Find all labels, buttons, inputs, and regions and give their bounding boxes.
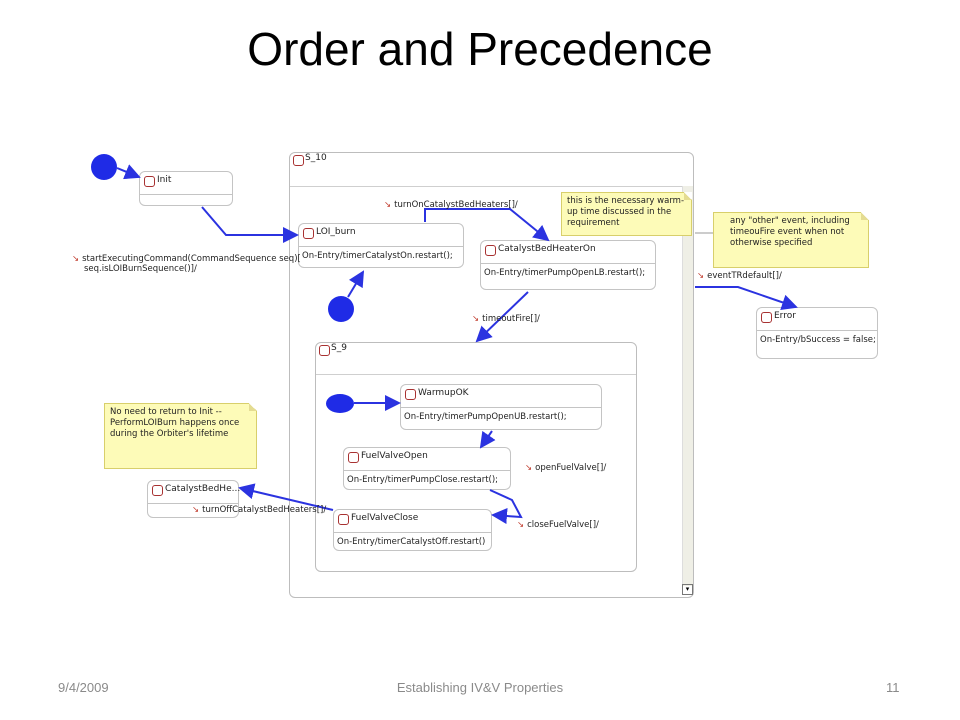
- state-catalyst-on-action: On-Entry/timerPumpOpenLB.restart();: [484, 268, 646, 278]
- state-icon: [761, 312, 772, 323]
- state-error-action: On-Entry/bSuccess = false;: [760, 335, 876, 345]
- label-turn-off-heaters: ↘turnOffCatalystBedHeaters[]/: [192, 505, 327, 515]
- label-close-fuel-valve: ↘closeFuelValve[]/: [517, 520, 599, 530]
- state-warmup-name: WarmupOK: [418, 388, 469, 398]
- state-icon: [319, 345, 330, 356]
- state-icon: [152, 485, 163, 496]
- scrollbar[interactable]: [682, 186, 693, 586]
- arrow-loi-catalyst: [424, 208, 550, 242]
- arrow-catalyst-s9: [475, 291, 529, 343]
- label-open-fuel-valve: ↘openFuelValve[]/: [525, 463, 607, 473]
- state-icon: [338, 514, 349, 525]
- arrow-loi-initial: [347, 270, 365, 298]
- state-warmup[interactable]: WarmupOK On-Entry/timerPumpOpenUB.restar…: [400, 384, 602, 430]
- arrow-fuelopen-fuelclose: [489, 489, 523, 524]
- arrow-start-init: [116, 164, 141, 180]
- state-catalyst-on-name: CatalystBedHeaterOn: [498, 244, 596, 254]
- state-icon: [144, 176, 155, 187]
- note-no-return[interactable]: No need to return to Init -- PerformLOIB…: [104, 403, 257, 469]
- state-icon: [303, 228, 314, 239]
- state-catalyst-off[interactable]: CatalystBedHe...: [147, 480, 241, 518]
- arrow-fuelclose-catalystoff: [238, 483, 334, 511]
- scroll-down-button[interactable]: ▾: [682, 584, 693, 595]
- state-icon: [293, 155, 304, 166]
- initial-state-dot: [91, 154, 117, 180]
- arrow-init-loi: [201, 206, 299, 243]
- slide-title: Order and Precedence: [247, 23, 713, 75]
- label-turn-on-heaters: ↘turnOnCatalystBedHeaters[]/: [384, 200, 518, 210]
- label-timeout-fire: ↘timeoutFire[]/: [472, 314, 540, 324]
- footer-page-number: 11: [886, 680, 900, 695]
- arrow-s10-error: [695, 286, 798, 310]
- state-error-name: Error: [774, 311, 796, 321]
- state-catalyst-off-name: CatalystBedHe...: [165, 484, 241, 494]
- note-warmup[interactable]: this is the necessary warm-up time discu…: [561, 192, 692, 236]
- footer-date: 9/4/2009: [58, 680, 109, 695]
- state-fuel-open-name: FuelValveOpen: [361, 451, 428, 461]
- state-error[interactable]: Error On-Entry/bSuccess = false;: [756, 307, 878, 359]
- state-fuel-close[interactable]: FuelValveClose On-Entry/timerCatalystOff…: [333, 509, 492, 551]
- initial-state-dot: [326, 394, 354, 413]
- state-icon: [348, 452, 359, 463]
- state-fuel-close-action: On-Entry/timerCatalystOff.restart(): [337, 537, 486, 547]
- state-fuel-open-action: On-Entry/timerPumpClose.restart();: [347, 475, 499, 485]
- note-other-event[interactable]: any "other" event, including timeouFire …: [713, 212, 869, 268]
- state-s10-name: S_10: [305, 153, 327, 163]
- state-s9-name: S_9: [331, 343, 347, 353]
- state-warmup-action: On-Entry/timerPumpOpenUB.restart();: [404, 412, 567, 422]
- initial-state-dot: [328, 296, 354, 322]
- state-loi-burn-name: LOI_burn: [316, 227, 356, 237]
- state-catalyst-on[interactable]: CatalystBedHeaterOn On-Entry/timerPumpOp…: [480, 240, 656, 290]
- state-init-name: Init: [157, 175, 172, 185]
- label-start-command: ↘startExecutingCommand(CommandSequence s…: [72, 254, 301, 274]
- label-event-tr-default: ↘eventTRdefault[]/: [697, 271, 782, 281]
- state-init[interactable]: Init: [139, 171, 233, 206]
- state-loi-burn[interactable]: LOI_burn On-Entry/timerCatalystOn.restar…: [298, 223, 464, 268]
- state-icon: [485, 245, 496, 256]
- state-fuel-open[interactable]: FuelValveOpen On-Entry/timerPumpClose.re…: [343, 447, 511, 490]
- state-fuel-close-name: FuelValveClose: [351, 513, 419, 523]
- footer-center: Establishing IV&V Properties: [396, 680, 564, 695]
- state-loi-burn-action: On-Entry/timerCatalystOn.restart();: [302, 251, 453, 261]
- state-icon: [405, 389, 416, 400]
- arrow-warmup-fuelopen: [479, 430, 496, 449]
